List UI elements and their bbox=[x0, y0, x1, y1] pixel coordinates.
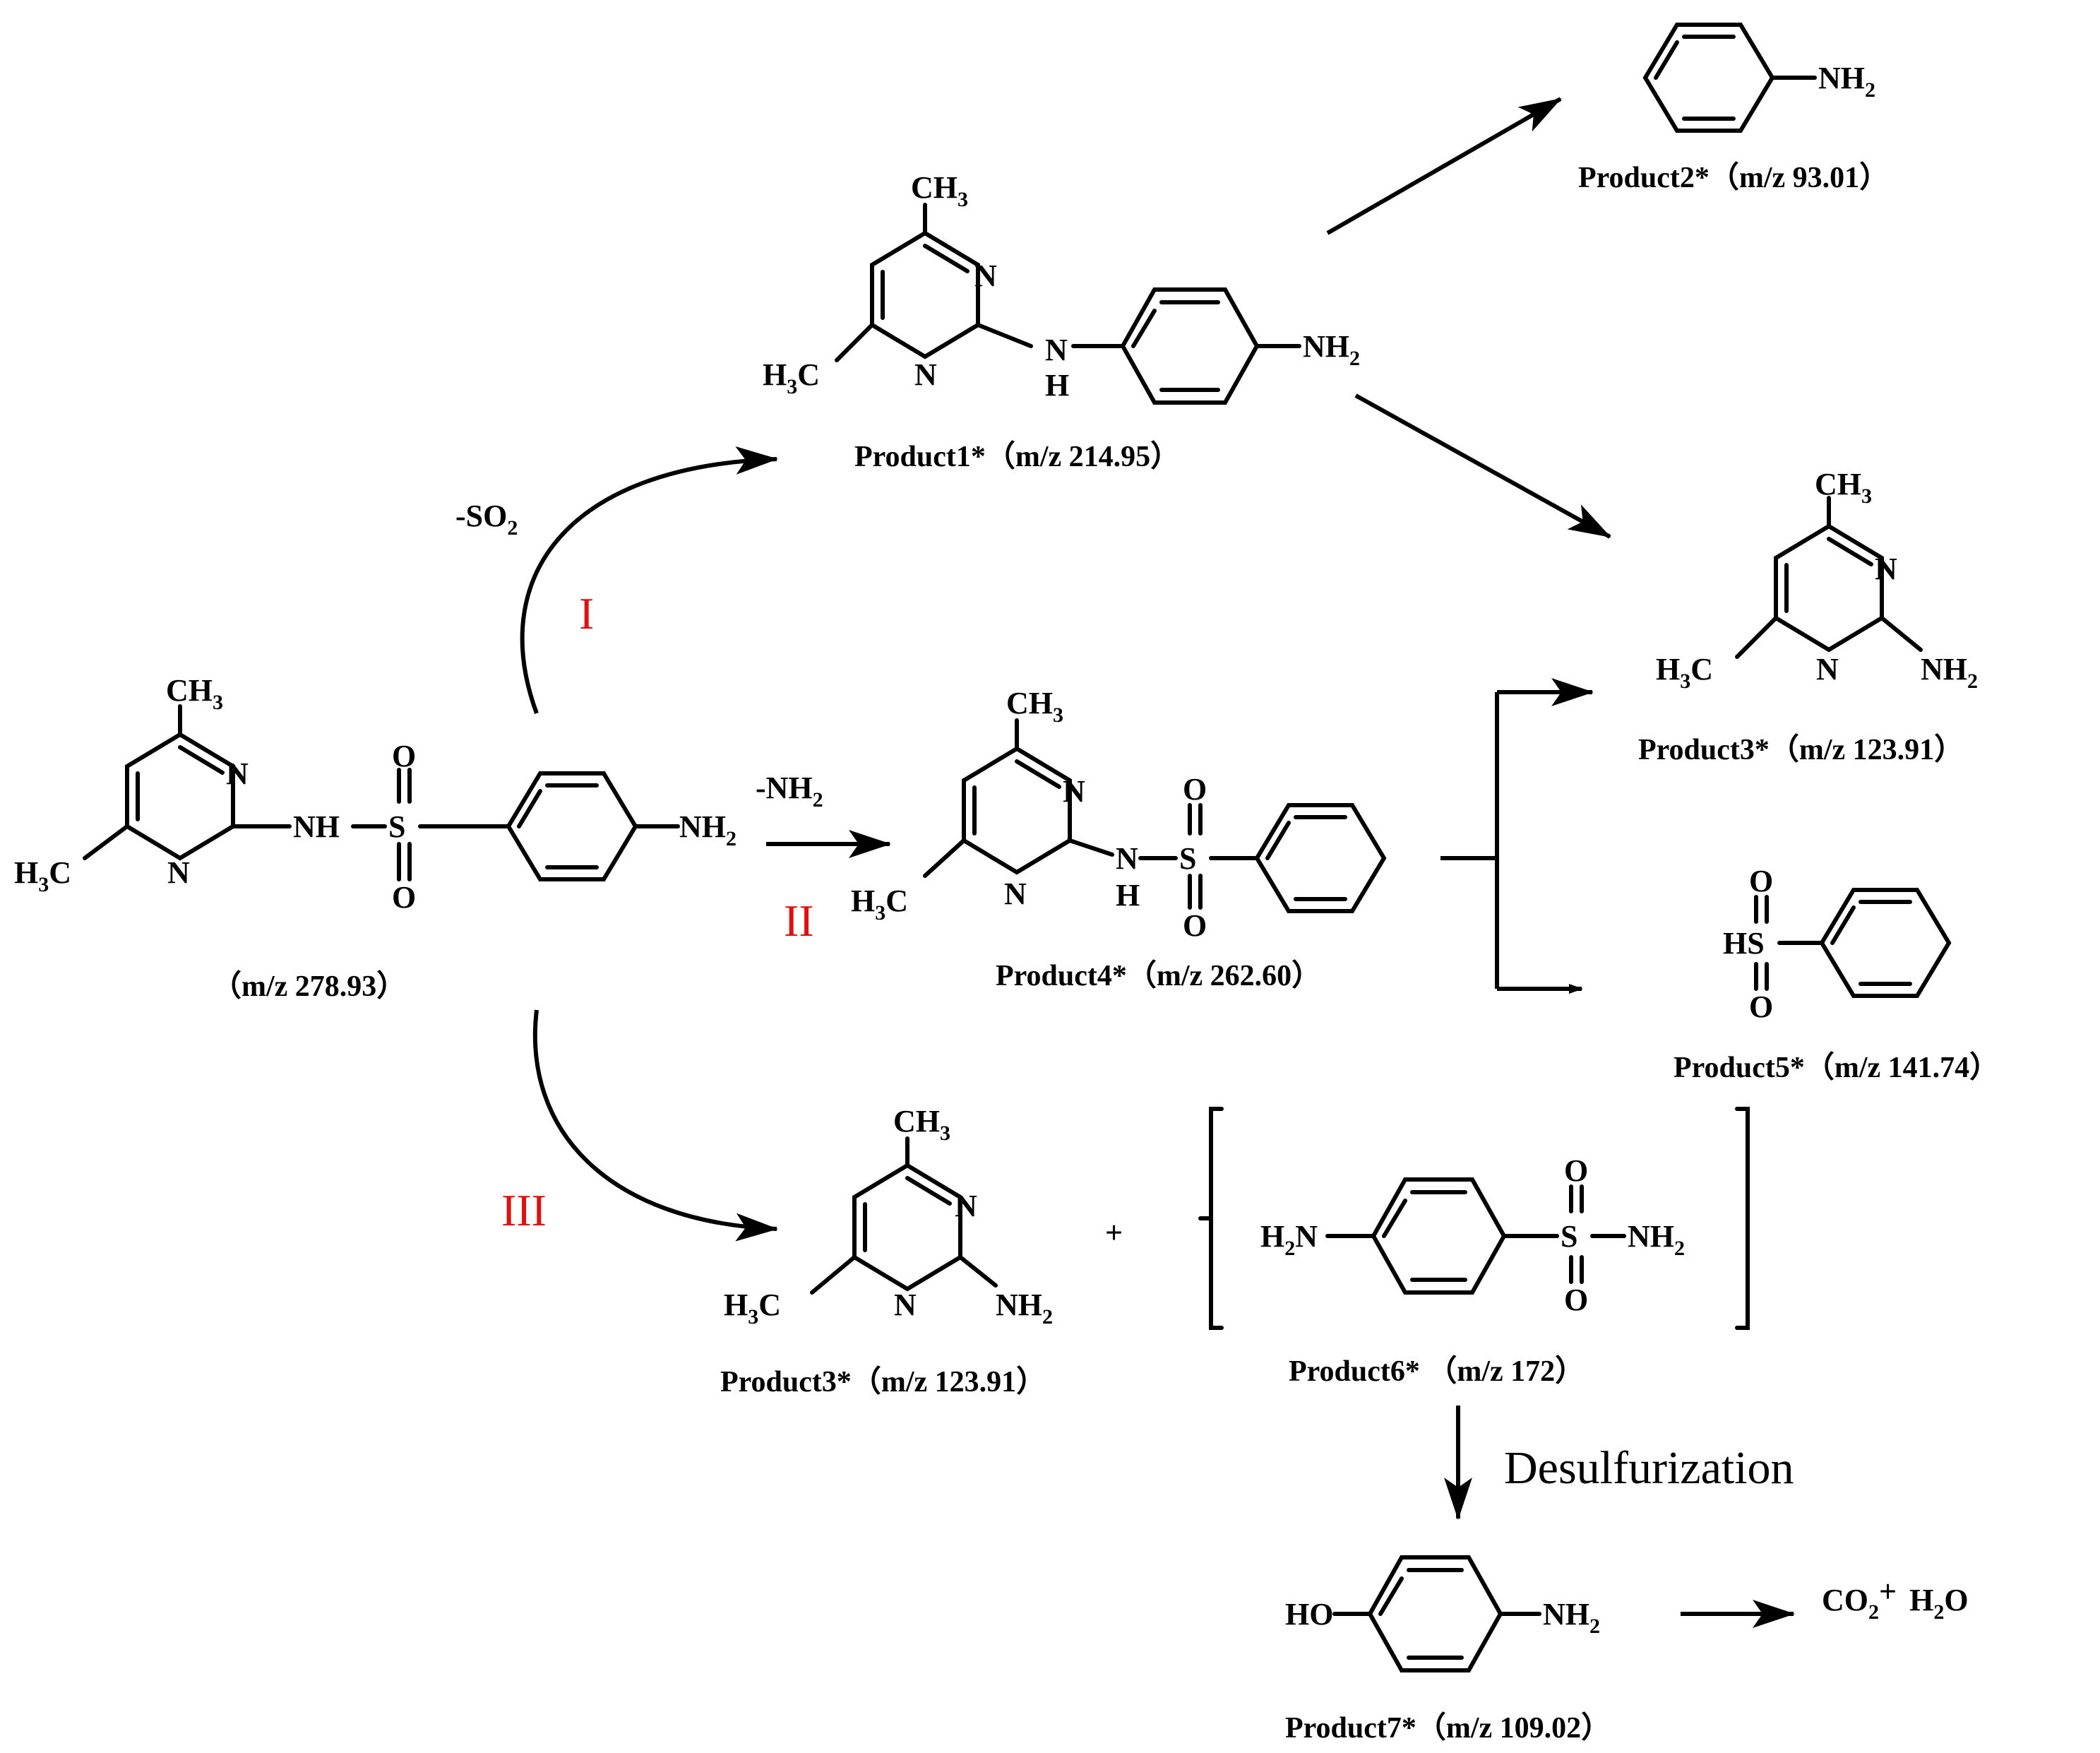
product3-molecule-right: CH3 N N H3C NH2 Product3*（m/z 123.91） bbox=[1638, 467, 1978, 766]
product1-molecule: CH3 N N H3C N H NH2 Product1*（m/z 214.95… bbox=[763, 170, 1360, 473]
p5-oxygen-bottom: O bbox=[1749, 990, 1773, 1024]
product5-label: Product5*（m/z 141.74） bbox=[1674, 1051, 1999, 1084]
desulfurization-label: Desulfurization bbox=[1504, 1442, 1794, 1494]
p6-oxygen-bottom: O bbox=[1564, 1283, 1588, 1317]
parent-pyrimidine-ring bbox=[83, 704, 292, 861]
p1-n-bridge: N bbox=[1045, 333, 1068, 367]
p6-nh2: NH2 bbox=[1628, 1219, 1685, 1260]
product7-molecule: HO NH2 Product7*（m/z 109.02） bbox=[1285, 1555, 1611, 1745]
p4-n1: N bbox=[1063, 774, 1085, 809]
parent-n1: N bbox=[226, 756, 249, 791]
pathway-i-condition: -SO2 bbox=[455, 499, 518, 540]
p4-methyl-top: CH3 bbox=[1006, 686, 1063, 727]
pathway-ii: -NH2 II bbox=[756, 771, 891, 946]
pathway-i-arrow bbox=[520, 446, 778, 715]
p3b-methyl-top: CH3 bbox=[893, 1104, 950, 1145]
product2-molecule: NH2 Product2*（m/z 93.01） bbox=[1578, 23, 1889, 194]
p3r-n1: N bbox=[1875, 552, 1897, 586]
arrow-p1-to-p3 bbox=[1354, 393, 1611, 539]
pathway-iii-numeral: III bbox=[501, 1185, 547, 1235]
product3-label-bottom: Product3*（m/z 123.91） bbox=[720, 1365, 1046, 1398]
p4-sulfur: S bbox=[1179, 841, 1196, 876]
pathway-iii-arrow bbox=[532, 1009, 778, 1242]
p3b-n1: N bbox=[955, 1189, 977, 1223]
p4-methyl-left: H3C bbox=[851, 884, 908, 925]
p6-bracket-left bbox=[1209, 1107, 1224, 1330]
product3-molecule-bottom: CH3 N N H3C NH2 Product3*（m/z 123.91） bbox=[720, 1104, 1053, 1398]
p4-n-bridge-h: H bbox=[1116, 878, 1140, 913]
p7-nh2: NH2 bbox=[1543, 1597, 1600, 1638]
parent-mz-label: （m/z 278.93） bbox=[212, 970, 406, 1003]
pathway-i-numeral: I bbox=[579, 588, 594, 638]
plus-sign: + bbox=[1105, 1216, 1123, 1250]
parent-n3: N bbox=[167, 855, 190, 890]
product6-label: Product6* （m/z 172） bbox=[1289, 1355, 1585, 1388]
product5-molecule: HS O O Product5*（m/z 141.74） bbox=[1674, 864, 1999, 1084]
parent-nh: NH bbox=[293, 809, 340, 844]
pathway-ii-numeral: II bbox=[784, 896, 814, 946]
p6-h2n: H2N bbox=[1260, 1219, 1318, 1260]
p3b-nh2: NH2 bbox=[996, 1288, 1053, 1329]
p3b-methyl-left: H3C bbox=[724, 1288, 781, 1329]
pathway-ii-condition: -NH2 bbox=[756, 771, 823, 812]
p4-n3: N bbox=[1004, 877, 1027, 911]
parent-oxygen-bottom: O bbox=[392, 880, 416, 915]
pathway-iii: III bbox=[501, 1009, 778, 1242]
product2-label: Product2*（m/z 93.01） bbox=[1578, 161, 1889, 194]
p6-bracket-right bbox=[1735, 1107, 1750, 1330]
parent-benzene-ring bbox=[506, 771, 638, 881]
p3b-n3: N bbox=[894, 1288, 917, 1322]
branch-p4-to-p3-p5 bbox=[1440, 678, 1594, 994]
product7-label: Product7*（m/z 109.02） bbox=[1285, 1711, 1611, 1745]
p3r-n3: N bbox=[1816, 652, 1839, 687]
p6-oxygen-top: O bbox=[1564, 1153, 1588, 1188]
p1-n3: N bbox=[914, 357, 937, 392]
p3r-methyl-top: CH3 bbox=[1815, 467, 1872, 508]
p3r-methyl-left: H3C bbox=[1656, 652, 1713, 693]
product4-molecule: CH3 N N H3C N H S O O Product4*（m/z 262.… bbox=[851, 686, 1387, 992]
pathway-i: -SO2 I bbox=[455, 446, 778, 715]
parent-sulfur: S bbox=[388, 809, 405, 844]
p6-sulfur: S bbox=[1561, 1219, 1577, 1254]
product4-label: Product4*（m/z 262.60） bbox=[996, 959, 1321, 992]
p1-n-bridge-h: H bbox=[1045, 368, 1069, 403]
parent-oxygen-top: O bbox=[392, 739, 416, 773]
p4-oxygen-bottom: O bbox=[1183, 908, 1207, 943]
arrow-p1-to-p2 bbox=[1326, 97, 1562, 235]
p5-oxygen-top: O bbox=[1749, 864, 1773, 898]
p5-sulfur-h: HS bbox=[1723, 926, 1765, 961]
p2-nh2: NH2 bbox=[1818, 61, 1875, 102]
p1-n1: N bbox=[974, 259, 997, 293]
final-products-co2-h2o: CO2+H2O bbox=[1822, 1574, 1969, 1624]
p1-nh2: NH2 bbox=[1303, 329, 1360, 370]
product1-label: Product1*（m/z 214.95） bbox=[854, 440, 1180, 473]
parent-molecule: CH3 N N H3C NH S O O NH2 （m/z 278.93） bbox=[14, 673, 736, 1003]
product3-label-right: Product3*（m/z 123.91） bbox=[1638, 733, 1964, 766]
p1-methyl-top: CH3 bbox=[911, 170, 968, 211]
product6-molecule: H2N S O O NH2 Product6* （m/z 172） bbox=[1198, 1107, 1750, 1388]
p4-oxygen-top: O bbox=[1183, 772, 1207, 807]
p1-methyl-left: H3C bbox=[763, 357, 820, 398]
parent-methyl-left: H3C bbox=[14, 855, 71, 896]
p3r-nh2: NH2 bbox=[1921, 652, 1978, 693]
parent-methyl-top: CH3 bbox=[166, 673, 223, 714]
p4-n-bridge: N bbox=[1116, 841, 1138, 876]
parent-nh2: NH2 bbox=[679, 809, 736, 850]
p7-hydroxyl: HO bbox=[1285, 1597, 1333, 1632]
